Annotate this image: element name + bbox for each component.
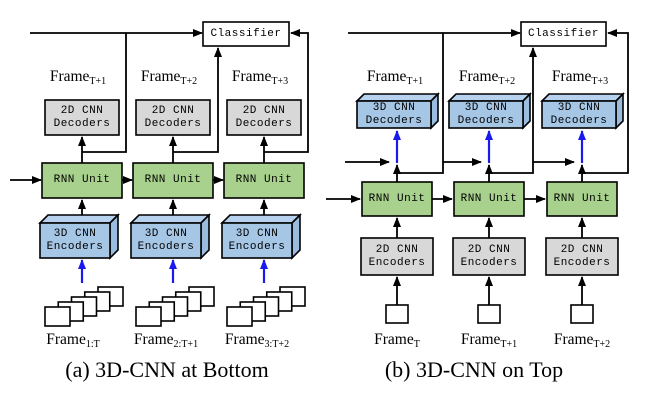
panel-a-boxes (38, 21, 306, 327)
b-rnn-box-3 (546, 181, 618, 217)
a-riser-2-to-classifier-bottom (173, 47, 222, 153)
b-frame-square-3 (570, 304, 594, 324)
a-encoder3d-box-1 (38, 213, 120, 260)
a-encoder1-side-face (109, 213, 119, 260)
a-rnn-box-2 (132, 162, 214, 199)
a-classifier-box (202, 21, 290, 47)
a-encoder2-side-face (200, 213, 210, 260)
b-decoder1-front-face (356, 100, 432, 129)
b-riser-1 (397, 33, 444, 174)
b-decoder3-front-face (541, 100, 617, 129)
b-decoder3d-box-2 (447, 92, 532, 130)
b-rnn-box-2 (453, 181, 525, 217)
a-rnn-box-3 (223, 162, 305, 199)
a-encoder3-top-face (220, 214, 302, 224)
a-decoder2d-box-1 (44, 99, 120, 136)
b-decoder3d-box-3 (540, 92, 625, 130)
b-encoder2d-box-1 (360, 237, 434, 276)
frame-thumbnail (226, 306, 253, 327)
a-rnn-box-1 (41, 162, 123, 199)
b-encoder2d-box-3 (545, 237, 619, 276)
b-decoder2-front-face (448, 100, 524, 129)
b-riser-3-to-classifier-right (582, 29, 629, 174)
b-frame-square-2 (477, 304, 501, 324)
a-decoder2d-box-3 (226, 99, 302, 136)
panel-a-wires (10, 29, 309, 283)
b-rnn-box-1 (361, 181, 433, 217)
a-frame-stack-1 (44, 286, 124, 327)
a-encoder2-top-face (129, 214, 211, 224)
a-decoder2d-box-2 (135, 99, 211, 136)
a-encoder3d-box-2 (129, 213, 211, 260)
a-encoder3d-box-3 (220, 213, 302, 260)
a-encoder3-front-face (221, 222, 293, 259)
a-frame-stack-3 (226, 286, 306, 327)
a-riser-1 (82, 33, 127, 153)
b-decoder3d-box-1 (355, 92, 440, 130)
a-frame-stack-2 (135, 286, 215, 327)
a-encoder1-top-face (38, 214, 120, 224)
b-frame-square-1 (385, 304, 409, 324)
b-decoder3-top-face (540, 93, 625, 102)
panel-b-wires (326, 29, 629, 305)
frame-thumbnail (135, 306, 162, 327)
a-encoder2-front-face (130, 222, 202, 259)
b-encoder2d-box-2 (452, 237, 526, 276)
b-decoder2-top-face (447, 93, 532, 102)
frame-thumbnail (44, 306, 71, 327)
b-decoder1-side-face (430, 92, 439, 130)
a-encoder1-front-face (39, 222, 111, 259)
panel-b-boxes (355, 21, 625, 324)
a-encoder3-side-face (291, 213, 301, 260)
b-decoder3-side-face (615, 92, 624, 130)
b-classifier-box (520, 21, 607, 47)
b-riser-2-to-classifier-bottom (489, 47, 537, 174)
b-decoder2-side-face (522, 92, 531, 130)
b-decoder1-top-face (355, 93, 440, 102)
a-riser-3-to-classifier-right (264, 29, 309, 153)
